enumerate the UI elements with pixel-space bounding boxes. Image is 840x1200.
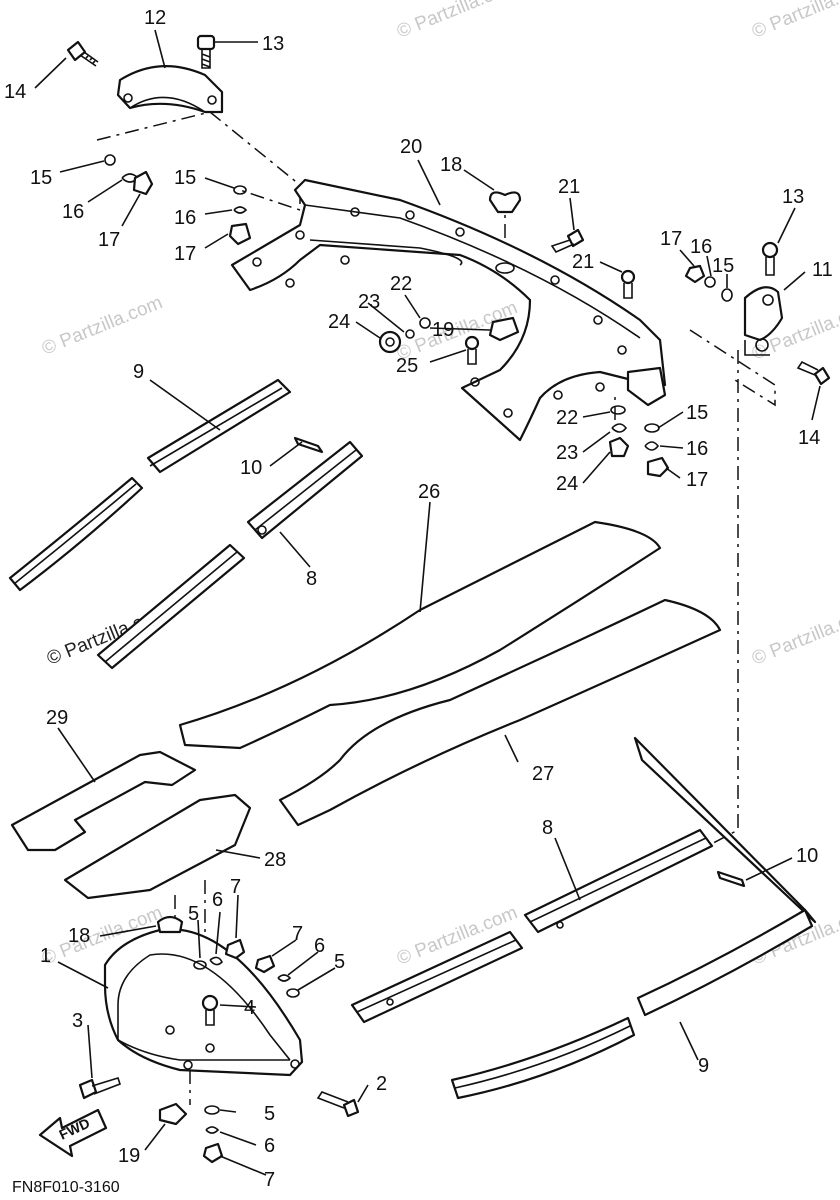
callout-25: 25 (396, 355, 418, 377)
callout-29: 29 (46, 707, 68, 729)
part-14-bolt (66, 40, 99, 67)
fwd-arrow: FWD (38, 1108, 108, 1158)
callout-5: 5 (264, 1103, 275, 1125)
watermark: © Partzilla.com (39, 292, 166, 359)
callout-26: 26 (418, 481, 440, 503)
part-8-rail-upper (96, 436, 364, 670)
callout-16: 16 (174, 207, 196, 229)
part-9-rail-lower (450, 736, 817, 1100)
callouts: 12 13 14 15 16 17 15 16 17 20 18 21 21 1… (4, 7, 833, 1191)
callout-23: 23 (358, 291, 380, 313)
callout-14: 14 (4, 81, 26, 103)
callout-1: 1 (40, 945, 51, 967)
callout-7: 7 (292, 923, 303, 945)
callout-9: 9 (698, 1055, 709, 1077)
callout-23: 23 (556, 442, 578, 464)
callout-24: 24 (328, 311, 350, 333)
callout-15: 15 (686, 402, 708, 424)
watermark: © Partzilla.com (749, 0, 840, 43)
watermark: © Partzilla.com (394, 0, 521, 43)
callout-4: 4 (244, 997, 255, 1019)
callout-11: 11 (812, 259, 833, 281)
callout-19: 19 (432, 319, 454, 341)
callout-3: 3 (72, 1010, 83, 1032)
callout-9: 9 (133, 361, 144, 383)
callout-20: 20 (400, 136, 422, 158)
part-26-mat (178, 520, 662, 750)
callout-27: 27 (532, 763, 554, 785)
callout-6: 6 (212, 889, 223, 911)
bumper-fasteners (78, 915, 360, 1164)
part-9-rail-upper (8, 378, 292, 592)
callout-17: 17 (174, 243, 196, 265)
upper-fasteners (378, 191, 831, 478)
callout-8: 8 (306, 568, 317, 590)
part-11-bracket (743, 286, 784, 356)
callout-17: 17 (660, 228, 682, 250)
part-20-frame (230, 178, 667, 442)
callout-6: 6 (314, 935, 325, 957)
callout-15: 15 (30, 167, 52, 189)
callout-12: 12 (144, 7, 166, 29)
callout-2: 2 (376, 1073, 387, 1095)
callout-18: 18 (440, 154, 462, 176)
callout-16: 16 (686, 438, 708, 460)
callout-7: 7 (230, 876, 241, 898)
callout-15: 15 (712, 255, 734, 277)
part-12-bracket (116, 65, 224, 114)
callout-5: 5 (188, 903, 199, 925)
callout-10: 10 (796, 845, 818, 867)
callout-21: 21 (572, 251, 594, 273)
callout-6: 6 (264, 1135, 275, 1157)
callout-8: 8 (542, 817, 553, 839)
part-13-bolt (196, 34, 216, 69)
part-28-mat (63, 793, 252, 900)
callout-17: 17 (98, 229, 120, 251)
diagram-code: FN8F010-3160 (12, 1179, 120, 1196)
callout-10: 10 (240, 457, 262, 479)
left-fasteners (104, 154, 252, 246)
callout-14: 14 (798, 427, 820, 449)
part-27-mat (278, 598, 722, 827)
watermark: © Partzilla.com (749, 602, 840, 669)
callout-21: 21 (558, 176, 580, 198)
callout-28: 28 (264, 849, 286, 871)
callout-13: 13 (782, 186, 804, 208)
callout-24: 24 (556, 473, 578, 495)
part-29-mat (10, 750, 197, 852)
callout-15: 15 (174, 167, 196, 189)
callout-18: 18 (68, 925, 90, 947)
callout-19: 19 (118, 1145, 140, 1167)
part-8-rail-lower (350, 828, 746, 1024)
callout-5: 5 (334, 951, 345, 973)
callout-16: 16 (690, 236, 712, 258)
callout-22: 22 (556, 407, 578, 429)
callout-16: 16 (62, 201, 84, 223)
callout-17: 17 (686, 469, 708, 491)
callout-22: 22 (390, 273, 412, 295)
leader-lines (34, 29, 821, 1176)
callout-7: 7 (264, 1169, 275, 1191)
callout-13: 13 (262, 33, 284, 55)
